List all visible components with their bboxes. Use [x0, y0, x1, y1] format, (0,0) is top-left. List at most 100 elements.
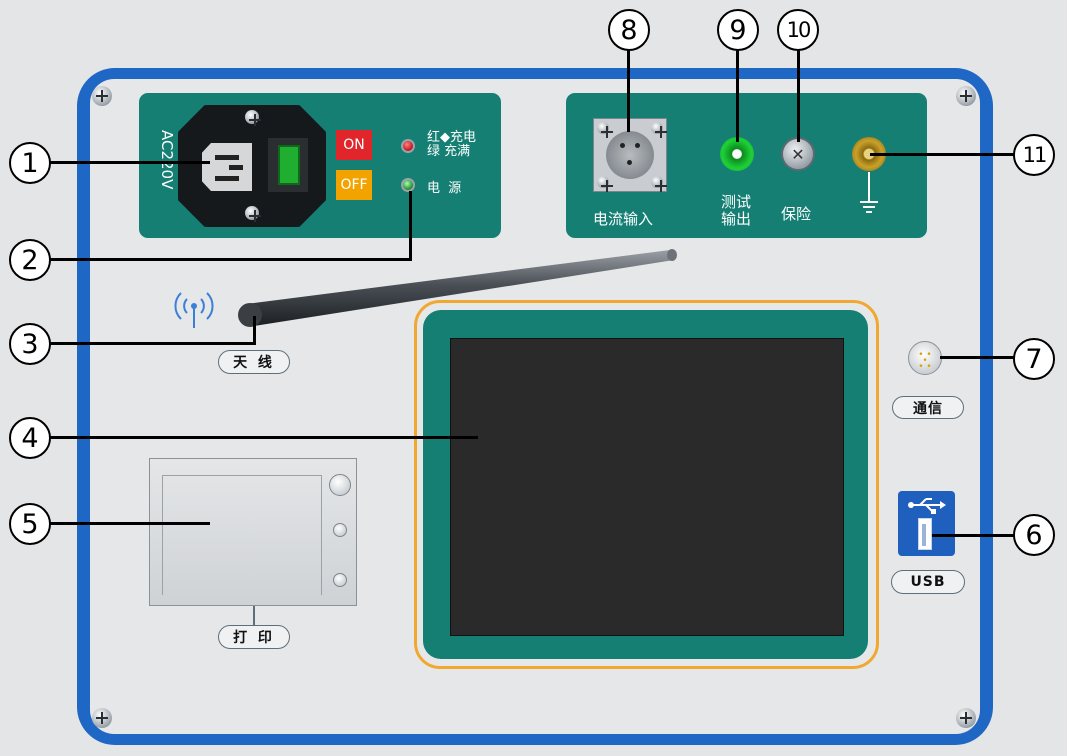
ground-symbol-icon	[860, 172, 878, 213]
screw-icon	[651, 122, 667, 138]
paper-slot	[162, 475, 322, 595]
printer-led	[333, 573, 347, 587]
on-indicator: ON	[336, 130, 372, 160]
screw-icon	[597, 176, 613, 192]
leader-line-9	[736, 50, 739, 142]
fuse-label: 保险	[781, 205, 812, 223]
test-output-line-2: 输出	[721, 210, 752, 228]
vent-slot	[423, 422, 447, 426]
vent-slot	[840, 552, 864, 556]
callout-5: 5	[9, 503, 51, 545]
print-label: 打 印	[218, 625, 290, 649]
vent-slot	[423, 382, 447, 386]
socket-pin	[215, 155, 239, 160]
leader-line-11	[870, 153, 1016, 156]
fuse-holder-icon[interactable]: ✕	[781, 137, 815, 171]
vent-slot	[840, 542, 864, 546]
vent-slot	[423, 362, 447, 366]
leader-line-1	[50, 161, 210, 164]
screw-icon	[597, 122, 613, 138]
lcd-touchscreen[interactable]	[450, 338, 844, 636]
vent-slot	[840, 502, 864, 506]
charge-led-icon	[401, 139, 415, 153]
antenna-icon[interactable]	[236, 242, 686, 332]
printer-feed-button[interactable]	[329, 474, 351, 496]
vent-slot	[840, 482, 864, 486]
callout-4: 4	[9, 417, 51, 459]
vent-slot	[423, 352, 447, 356]
vent-slot	[840, 532, 864, 536]
charge-line-2: 绿 充满	[427, 144, 471, 159]
test-output-label: 测试 输出	[721, 194, 751, 228]
leader-line-7	[940, 356, 1016, 359]
screw-icon	[245, 206, 261, 222]
comm-label: 通信	[892, 396, 964, 419]
vent-slot	[423, 472, 447, 476]
vent-slot	[840, 512, 864, 516]
screw-icon	[956, 708, 976, 728]
wireless-signal-icon	[174, 292, 214, 328]
test-output-line-1: 测试	[721, 193, 752, 211]
leader-line-5	[50, 522, 210, 525]
vent-slot	[840, 462, 864, 466]
banana-jack-icon[interactable]	[720, 137, 754, 171]
vent-slot	[840, 442, 864, 446]
leader-line-3	[50, 342, 256, 345]
vent-slot	[423, 562, 447, 566]
vent-slot	[423, 372, 447, 376]
vent-slot	[840, 402, 864, 406]
vent-slot	[423, 482, 447, 486]
xlr-connector-icon[interactable]	[606, 131, 654, 179]
screw-icon	[92, 708, 112, 728]
screw-icon	[651, 176, 667, 192]
vent-slot	[840, 492, 864, 496]
vent-slot	[423, 402, 447, 406]
rocker-switch-icon[interactable]	[278, 145, 300, 185]
leader-line-10	[797, 50, 800, 142]
usb-icon	[908, 498, 946, 514]
leader-line-8	[627, 50, 630, 132]
callout-9: 9	[717, 9, 759, 51]
printer-module	[149, 458, 357, 606]
vent-slot	[840, 452, 864, 456]
vent-slot	[423, 492, 447, 496]
vent-slot	[423, 542, 447, 546]
callout-11: 11	[1013, 134, 1055, 176]
callout-10: 10	[777, 9, 819, 51]
vent-slots-left	[423, 352, 451, 572]
vent-slot	[423, 452, 447, 456]
callout-1: 1	[9, 142, 51, 184]
vent-slot	[423, 442, 447, 446]
power-socket-icon[interactable]	[202, 143, 252, 191]
vent-slot	[423, 512, 447, 516]
vent-slot	[840, 562, 864, 566]
leader-line-2-vertical	[409, 191, 412, 261]
callout-2: 2	[9, 239, 51, 281]
leader-line-3-vertical	[253, 316, 256, 345]
print-label-line	[253, 606, 255, 625]
vent-slots-right	[840, 352, 868, 572]
leader-line-2	[50, 258, 412, 261]
xlr-pin	[620, 143, 625, 148]
vent-slot	[840, 522, 864, 526]
vent-slot	[423, 412, 447, 416]
screw-icon	[956, 86, 976, 106]
vent-slot	[840, 432, 864, 436]
vent-slot	[423, 432, 447, 436]
callout-6: 6	[1013, 514, 1055, 556]
vent-slot	[840, 422, 864, 426]
vent-slot	[840, 392, 864, 396]
leader-line-6	[932, 534, 1016, 537]
vent-slot	[840, 352, 864, 356]
antenna-label: 天 线	[218, 350, 290, 374]
power-label: 电 源	[427, 181, 462, 196]
screen-bezel-outline	[414, 300, 879, 669]
vent-slot	[423, 392, 447, 396]
callout-8: 8	[608, 9, 650, 51]
xlr-pin	[635, 143, 640, 148]
xlr-pin	[627, 160, 632, 165]
vent-slot	[840, 412, 864, 416]
usb-label: USB	[891, 570, 965, 594]
voltage-label: AC220V	[158, 130, 176, 190]
vent-slot	[423, 502, 447, 506]
